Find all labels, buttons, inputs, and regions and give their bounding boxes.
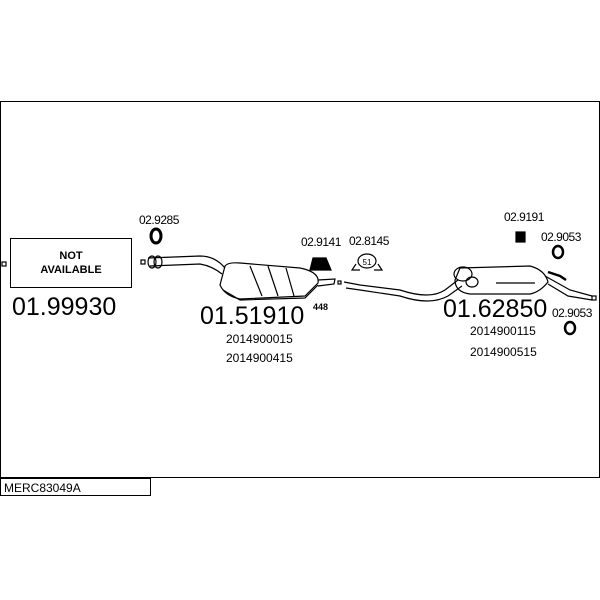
ring-lower-icon — [563, 320, 577, 336]
clamp-size-label: 51 — [363, 258, 372, 267]
rear-silencer-code: 01.62850 — [443, 295, 548, 323]
mid-pipe — [343, 279, 463, 302]
diagram-code-label: MERC83049A — [0, 478, 151, 496]
rubber-mount-icon — [309, 257, 332, 271]
ring-lower-code: 02.9053 — [552, 306, 592, 320]
front-silencer-code: 01.51910 — [200, 302, 305, 330]
rear-silencer-ref-1: 2014900115 — [470, 324, 536, 338]
front-silencer-suffix: 448 — [313, 302, 329, 312]
not-available-text-1: NOT — [59, 250, 83, 262]
front-pipe-code: 01.99930 — [12, 293, 117, 321]
connector-front — [140, 259, 146, 265]
tail-pipe — [544, 275, 593, 301]
clamp-code: 02.8145 — [349, 234, 389, 248]
front-pipe — [147, 255, 226, 275]
clamp-icon — [357, 253, 377, 269]
gasket-front-icon — [149, 227, 163, 245]
not-available-box: NOT AVAILABLE — [10, 238, 132, 288]
not-available-text-2: AVAILABLE — [40, 264, 102, 276]
connector-left — [1, 261, 7, 267]
bolt-code: 02.9191 — [504, 210, 544, 224]
bolt-icon — [515, 231, 526, 243]
front-silencer — [219, 262, 319, 300]
gasket-front-code: 02.9285 — [139, 213, 179, 227]
front-silencer-ref-1: 2014900015 — [226, 332, 293, 346]
front-silencer-ref-2: 2014900415 — [226, 351, 293, 365]
rear-silencer-ref-2: 2014900515 — [470, 345, 537, 359]
rear-silencer — [454, 265, 549, 295]
ring-upper-code: 02.9053 — [541, 230, 581, 244]
ring-upper-icon — [551, 244, 565, 260]
rubber-mount-code: 02.9141 — [301, 235, 341, 249]
